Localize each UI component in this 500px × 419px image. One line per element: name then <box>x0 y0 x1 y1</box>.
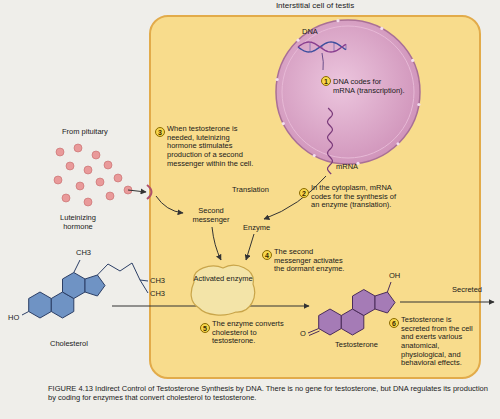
testosterone-ring <box>353 290 376 316</box>
source-label: From pituitary <box>62 128 108 137</box>
nucleus <box>276 20 420 164</box>
group-label: CH3 <box>150 290 165 299</box>
enzyme-label: Activated enzyme <box>188 275 258 284</box>
keto-bond <box>309 331 320 336</box>
nuclear-pore <box>411 59 414 62</box>
hormone-dot <box>104 161 112 169</box>
enzyme-shape <box>188 262 258 316</box>
activation-arrow <box>212 227 221 260</box>
cholesterol-ring <box>85 275 105 296</box>
callout-number: 4 <box>262 250 272 260</box>
dna-rung <box>310 42 311 52</box>
dna-strand <box>298 42 346 52</box>
enzyme-outline <box>191 265 254 315</box>
step-text: The second messenger activates the dorma… <box>274 248 346 274</box>
callout-number: 5 <box>200 323 210 333</box>
hormone-dot <box>56 148 64 156</box>
mrna-strand <box>328 108 333 174</box>
part-label: mRNA <box>336 163 358 172</box>
part-label: Second messenger <box>186 207 236 224</box>
cholesterol-ring <box>63 273 86 299</box>
nuclear-envelope <box>282 26 414 158</box>
nuclear-pore <box>380 27 383 30</box>
group-label: CH3 <box>76 249 91 258</box>
enzyme-arrow <box>246 234 254 260</box>
callout-number: 2 <box>299 188 309 198</box>
hormone-dot <box>106 192 114 200</box>
molecule-label: Cholesterol <box>50 340 88 349</box>
dna-strand <box>298 42 346 52</box>
callout-number: 6 <box>389 318 399 328</box>
cell-body <box>150 16 480 378</box>
hormone-dot <box>84 198 92 206</box>
hydroxyl-bond <box>22 312 29 316</box>
cholesterol-ring <box>29 292 52 318</box>
step-text: Testosterone is secreted from the cell a… <box>401 316 475 368</box>
part-label: Enzyme <box>243 224 270 233</box>
part-label: Luteinizing hormone <box>46 214 110 231</box>
nucleus-region: DNA DNA codes for mRNA (transcription). <box>276 20 420 164</box>
nuclear-pore <box>313 154 316 157</box>
group-label: HO <box>8 314 19 323</box>
hormone-dot <box>84 166 92 174</box>
step-text: The enzyme converts cholesterol to testo… <box>212 320 296 346</box>
hormone-dot <box>76 182 84 190</box>
step-text: DNA codes for mRNA (transcription). <box>333 78 405 95</box>
dna-label: DNA <box>302 28 318 37</box>
nuclear-pore <box>396 142 399 145</box>
testosterone-ring <box>319 309 342 335</box>
enzyme-blob: Activated enzyme <box>188 262 258 316</box>
step-text: In the cytoplasm, mRNA codes for the syn… <box>311 184 399 210</box>
side-chain <box>97 263 148 281</box>
secretion-arrow <box>400 302 494 303</box>
hormone-dot <box>92 151 100 159</box>
step-text: When testosterone is needed, luteinizing… <box>167 125 259 168</box>
nuclear-pore <box>336 19 339 22</box>
cell-title: Interstitial cell of testis <box>150 1 480 10</box>
hormone-dot <box>62 194 70 202</box>
molecule-label: Testosterone <box>335 341 378 350</box>
process-label: Secreted <box>452 286 482 295</box>
nuclear-pore <box>296 39 299 42</box>
side-chain <box>140 280 148 293</box>
testosterone-ring <box>375 292 395 313</box>
nuclear-pore <box>282 122 285 125</box>
hormone-dot <box>54 176 62 184</box>
figure-caption: FIGURE 4.13 Indirect Control of Testoste… <box>48 385 492 402</box>
hormone-dot <box>96 178 104 186</box>
group-label: CH3 <box>150 277 165 286</box>
receptor <box>147 185 152 199</box>
methyl-bond <box>74 260 80 273</box>
dna-stalk <box>322 53 323 70</box>
hormone-arrow <box>128 190 146 192</box>
hydroxyl-bond <box>387 282 391 292</box>
dna-rung <box>334 43 335 52</box>
group-label: OH <box>389 272 400 281</box>
hormone-dot <box>114 174 122 182</box>
group-label: O <box>300 330 306 339</box>
messenger-arrow <box>156 196 183 213</box>
hormone-dot <box>66 162 74 170</box>
process-label: Translation <box>232 186 269 195</box>
callout-number: 1 <box>321 76 331 86</box>
callout-number: 3 <box>155 127 165 137</box>
nuclear-pore <box>276 78 279 81</box>
cell-region: Interstitial cell of testisDNADNA codes … <box>150 16 480 378</box>
hormone-dot <box>74 144 82 152</box>
nuclear-pore <box>417 103 420 106</box>
